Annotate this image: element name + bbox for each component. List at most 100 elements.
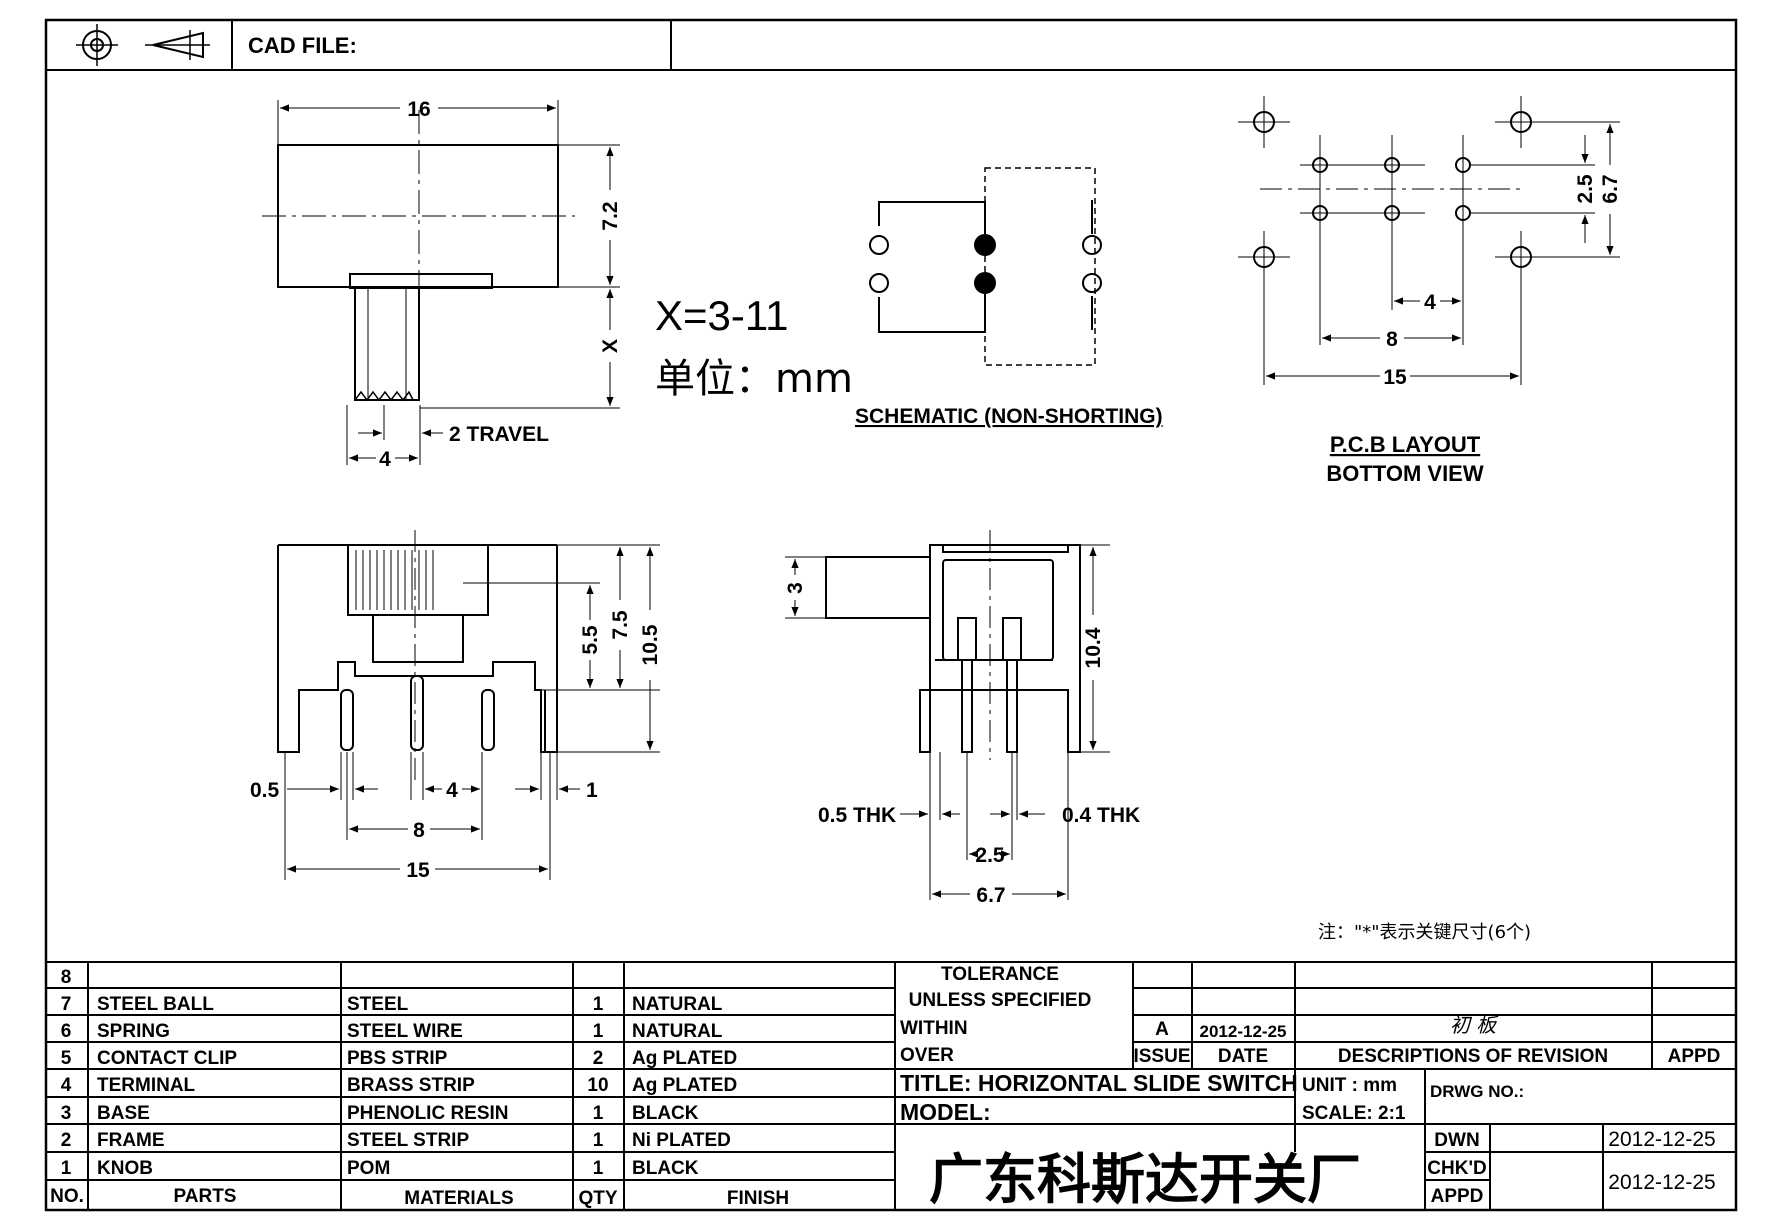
bom-qty: 10 [587,1075,608,1096]
appd-date: 2012-12-25 [1608,1171,1715,1194]
drwg-no-label: DRWG NO.: [1430,1082,1524,1101]
issue-header: ISSUE [1133,1046,1190,1067]
pcb-layout [1238,96,1620,385]
bom-no: 3 [61,1103,72,1124]
appd-label: APPD [1431,1186,1484,1207]
revision-description: 初 板 [1450,1013,1499,1037]
appd-header: APPD [1668,1046,1721,1067]
header-block: CAD FILE: [45,19,1736,71]
bom-header-qty: QTY [578,1188,617,1209]
pcb-title: P.C.B LAYOUT [1330,432,1481,457]
bom-no: 8 [61,967,72,988]
dim-side-knob: 3 [784,582,807,594]
title-block-text: TOLERANCE UNLESS SPECIFIED WITHIN OVER A… [900,964,1720,1211]
bom-finish: NATURAL [632,1021,723,1042]
table-row: 3 BASE PHENOLIC RESIN 1 BLACK [61,1103,699,1124]
table-row: 4 TERMINAL BRASS STRIP 10 Ag PLATED [61,1075,737,1096]
table-row: 1 KNOB POM 1 BLACK [61,1158,699,1179]
scale-label: SCALE: 2:1 [1302,1103,1406,1124]
dim-front-pin-thk: 0.5 [250,779,280,802]
bom-no: 4 [61,1075,72,1096]
bom-rows: 8 7 STEEL BALL STEEL 1 NATURAL 6 SPRING … [50,967,789,1209]
projection-symbol-icon [76,24,210,66]
bom-header-parts: PARTS [174,1186,237,1207]
bom-part: STEEL BALL [97,994,214,1015]
dim-handle-4: 4 [379,448,391,471]
cad-file-label: CAD FILE: [248,33,357,58]
dim-front-pin-span: 8 [413,819,425,842]
bom-qty: 1 [593,994,604,1015]
dim-pcb-pin-pitch: 4 [1424,291,1436,314]
bom-header-finish: FINISH [727,1188,789,1209]
schematic-title: SCHEMATIC (NON-SHORTING) [855,405,1163,428]
tolerance-label: TOLERANCE [941,964,1059,985]
bom-part: TERMINAL [97,1075,196,1096]
bom-material: PHENOLIC RESIN [347,1103,509,1124]
dim-side-pitch: 2.5 [975,844,1005,867]
bom-table [46,961,1736,1210]
within-label: WITHIN [900,1018,968,1039]
dim-row-pitch: 2.5 [1574,174,1597,204]
bom-material: POM [347,1158,390,1179]
dwn-label: DWN [1434,1130,1479,1151]
company-name: 广东科斯达开关厂 [929,1148,1361,1211]
dim-side-width: 6.7 [976,884,1005,907]
table-row: 7 STEEL BALL STEEL 1 NATURAL [61,994,723,1015]
bom-finish: NATURAL [632,994,723,1015]
date-header: DATE [1218,1046,1268,1067]
descriptions-header: DESCRIPTIONS OF REVISION [1338,1046,1608,1067]
bom-part: FRAME [97,1130,165,1151]
title-block-grid [895,962,1736,1210]
over-label: OVER [900,1045,954,1066]
bom-header-row: NO. PARTS MATERIALS QTY FINISH [50,1186,789,1209]
bom-no: 1 [61,1158,72,1179]
bom-finish: Ag PLATED [632,1048,737,1069]
side-view [785,530,1110,900]
bom-material: STEEL STRIP [347,1130,469,1151]
table-row: 5 CONTACT CLIP PBS STRIP 2 Ag PLATED [61,1048,737,1069]
dim-height-7-2: 7.2 [599,201,622,230]
bom-qty: 1 [593,1130,604,1151]
model-label: MODEL: [900,1099,991,1125]
bom-header-no: NO. [50,1186,84,1207]
chkd-label: CHK'D [1427,1158,1486,1179]
revision-date: 2012-12-25 [1200,1022,1287,1041]
dim-front-h3: 10.5 [639,624,662,665]
top-view [262,100,620,465]
bom-part: BASE [97,1103,150,1124]
bom-qty: 1 [593,1103,604,1124]
dim-width-16: 16 [407,98,430,121]
bom-qty: 2 [593,1048,604,1069]
unit-label: UNIT : mm [1302,1075,1397,1096]
dim-side-height: 10.4 [1082,627,1105,668]
dim-front-pin-pitch: 4 [446,779,458,802]
dim-pcb-pin-span: 8 [1386,328,1398,351]
dim-travel: 2 TRAVEL [449,423,549,446]
bom-material: STEEL [347,994,409,1015]
x-range-note: X=3-11 [655,292,789,339]
dim-front-h1: 5.5 [579,625,602,655]
bom-part: KNOB [97,1158,153,1179]
table-row: 6 SPRING STEEL WIRE 1 NATURAL [61,1021,723,1042]
bom-no: 7 [61,994,72,1015]
bom-no: 5 [61,1048,72,1069]
bom-finish: BLACK [632,1103,699,1124]
bom-finish: Ag PLATED [632,1075,737,1096]
key-dimensions-note: 注："*"表示关键尺寸(6个) [1318,922,1531,943]
dim-pcb-mount-span: 15 [1383,366,1407,389]
schematic [869,167,1102,366]
dim-front-h2: 7.5 [609,610,632,640]
bom-no: 2 [61,1130,72,1151]
dim-side-thk-right: 0.4 THK [1062,804,1140,827]
front-view [277,530,660,880]
table-row: 8 [61,967,72,988]
bom-material: STEEL WIRE [347,1021,463,1042]
dim-side-thk-left: 0.5 THK [818,804,896,827]
drawing-title: TITLE: HORIZONTAL SLIDE SWITCH [900,1070,1298,1096]
bom-qty: 1 [593,1021,604,1042]
bom-finish: Ni PLATED [632,1130,731,1151]
table-row: 2 FRAME STEEL STRIP 1 Ni PLATED [61,1130,731,1151]
bom-material: PBS STRIP [347,1048,448,1069]
bom-part: CONTACT CLIP [97,1048,237,1069]
